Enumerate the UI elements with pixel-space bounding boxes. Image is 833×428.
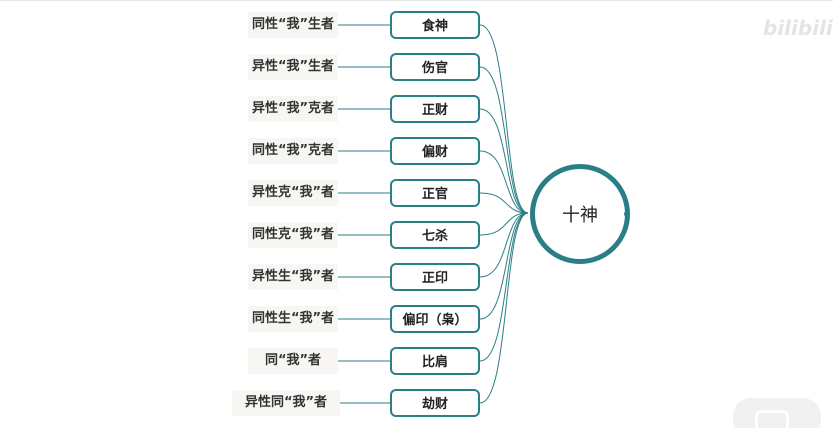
god-box-qisha[interactable]: 七杀 <box>390 221 480 249</box>
center-connector <box>479 192 529 214</box>
center-connector <box>479 212 529 362</box>
god-box-jiecai[interactable]: 劫财 <box>390 389 480 417</box>
bilibili-watermark: bilibili <box>763 16 833 40</box>
god-box-pianyin[interactable]: 偏印（枭） <box>390 305 480 333</box>
center-connector <box>479 108 529 214</box>
relation-label-10: 异性同“我”者 <box>232 390 340 416</box>
center-connector <box>479 150 529 214</box>
god-box-shangguan[interactable]: 伤官 <box>390 53 480 81</box>
relation-label-8: 同性生“我”者 <box>248 306 338 332</box>
relation-label-7: 异性生“我”者 <box>248 264 338 290</box>
relation-label-1: 同性“我”生者 <box>248 12 338 38</box>
relation-label-2: 异性“我”生者 <box>248 54 338 80</box>
relation-label-3: 异性“我”克者 <box>248 96 338 122</box>
center-connector <box>479 212 529 278</box>
center-connector <box>479 212 529 320</box>
relation-label-5: 异性克“我”者 <box>248 180 338 206</box>
center-connector <box>479 212 529 236</box>
center-connector <box>479 66 529 214</box>
god-box-shishen[interactable]: 食神 <box>390 11 480 39</box>
top-divider <box>0 0 833 1</box>
center-node[interactable]: 十神 <box>530 164 630 264</box>
god-box-piancai[interactable]: 偏财 <box>390 137 480 165</box>
god-box-zhengyin[interactable]: 正印 <box>390 263 480 291</box>
relation-label-6: 同性克“我”者 <box>248 222 338 248</box>
god-box-bijian[interactable]: 比肩 <box>390 347 480 375</box>
god-box-zhengguan[interactable]: 正官 <box>390 179 480 207</box>
relation-label-9: 同“我”者 <box>248 348 338 374</box>
center-node-handle <box>624 211 630 217</box>
center-connector <box>479 212 529 404</box>
center-node-label: 十神 <box>562 205 598 226</box>
center-connector <box>479 24 529 214</box>
tv-icon[interactable] <box>733 398 821 428</box>
god-box-zhengcai[interactable]: 正财 <box>390 95 480 123</box>
relation-label-4: 同性“我”克者 <box>248 138 338 164</box>
